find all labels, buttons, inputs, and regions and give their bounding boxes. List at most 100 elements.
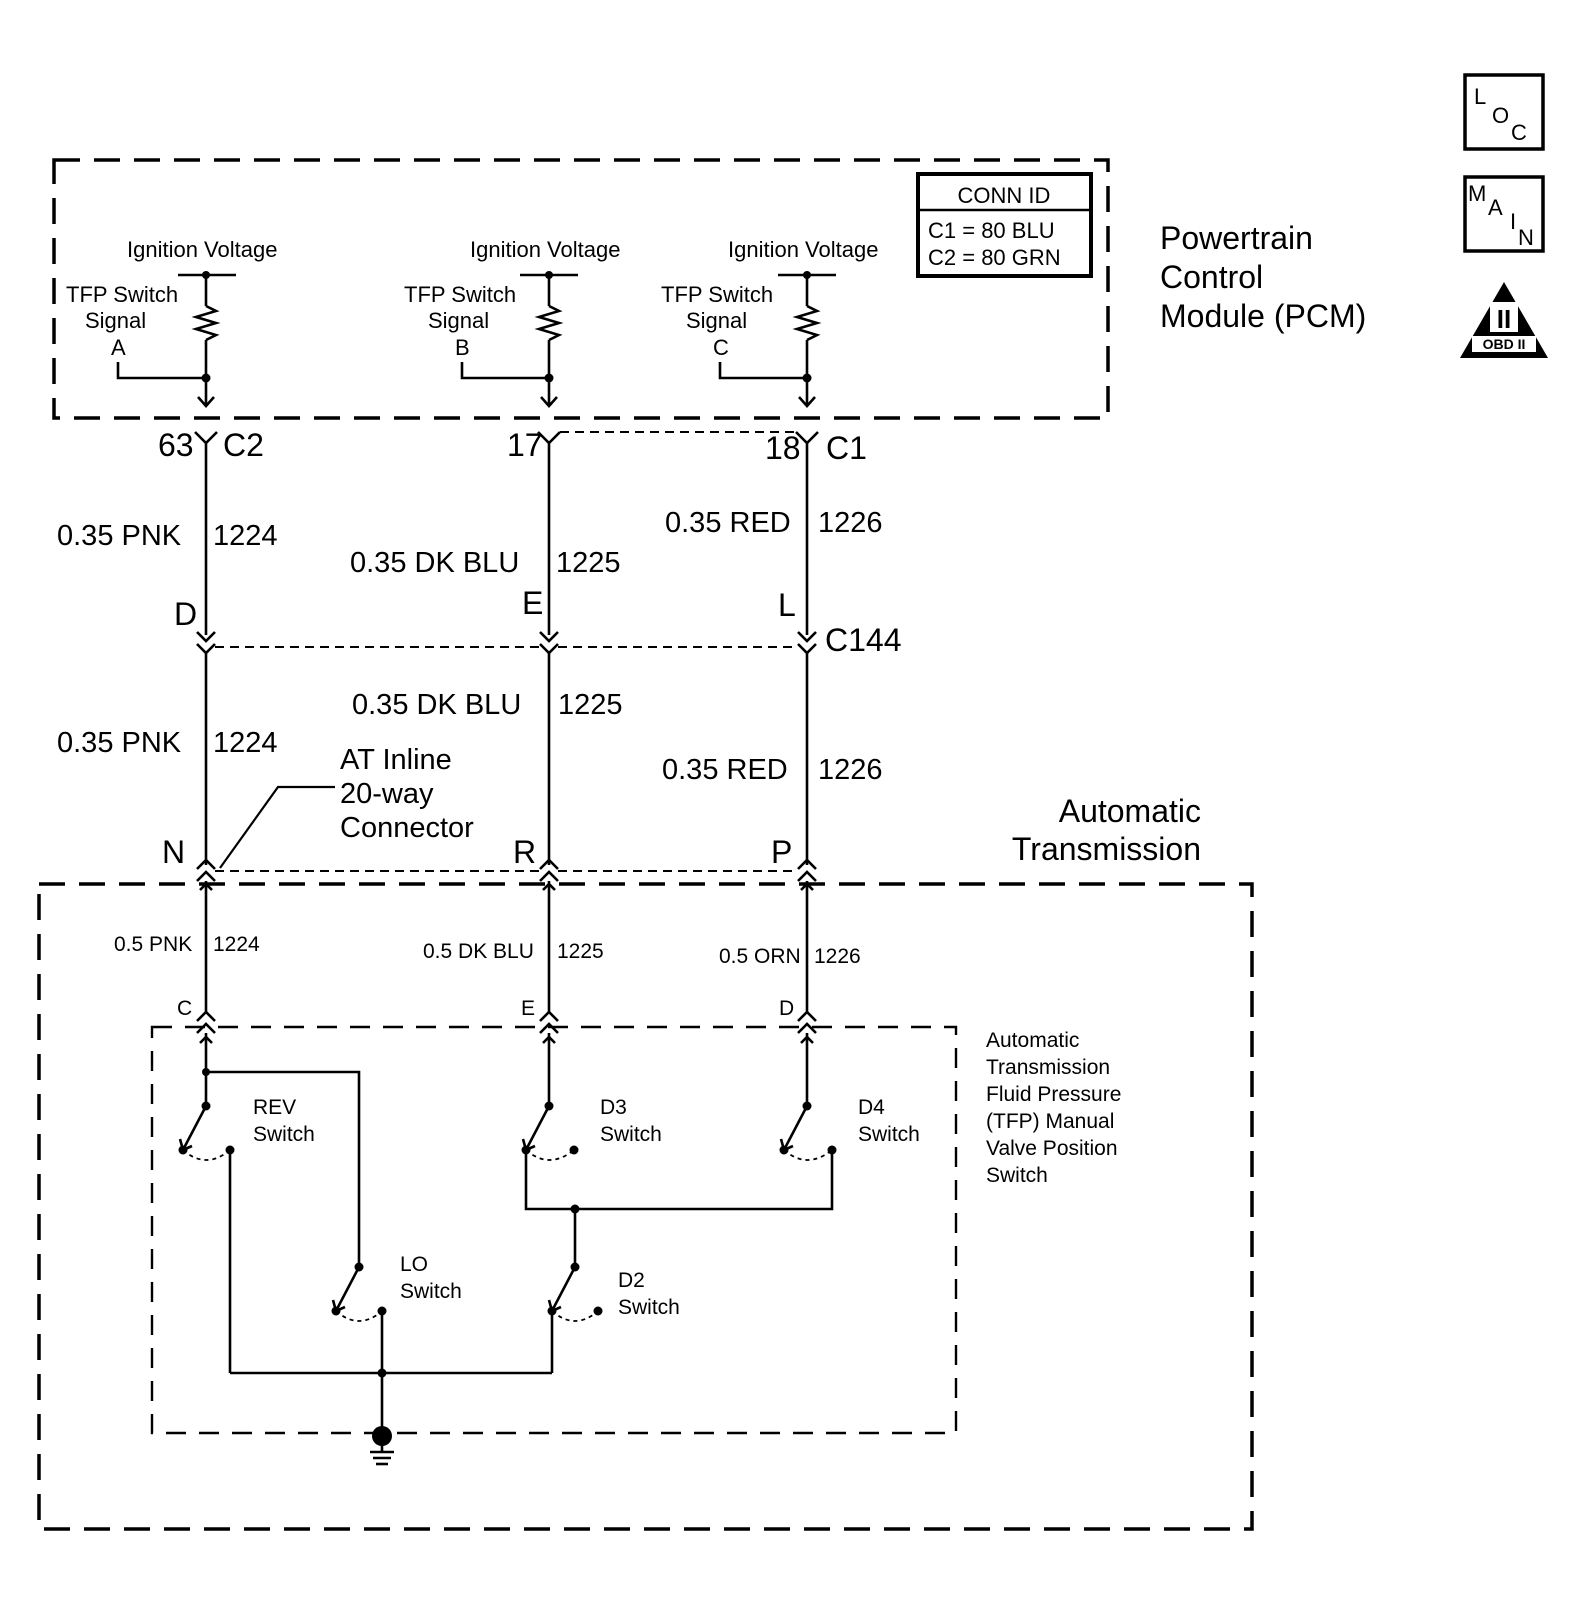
switch-suffix: Switch bbox=[618, 1296, 680, 1319]
loc-badge-icon[interactable]: L O C bbox=[1463, 73, 1545, 151]
d4-switch: D4 Switch bbox=[779, 1096, 920, 1161]
ignition-voltage-label: Ignition Voltage bbox=[728, 237, 878, 262]
at-inline-connector: AT Inline 20-way Connector N R P bbox=[162, 744, 817, 882]
middle-wire-segment: 0.35 PNK 1224 0.35 DK BLU 1225 0.35 RED … bbox=[57, 653, 883, 865]
switch-name: D3 bbox=[600, 1096, 627, 1119]
tfp-title-line: Fluid Pressure bbox=[986, 1083, 1121, 1106]
connector-c2: C2 bbox=[223, 427, 264, 463]
switch-pin-c: C bbox=[177, 997, 192, 1020]
wire-color-dk-blu: 0.35 DK BLU bbox=[352, 689, 521, 721]
transmission-title-line1: Automatic bbox=[1059, 793, 1201, 829]
switch-suffix: Switch bbox=[858, 1123, 920, 1146]
wire-circuit-1224: 1224 bbox=[213, 520, 278, 552]
tfp-title-line: Transmission bbox=[986, 1056, 1110, 1079]
svg-text:L: L bbox=[1474, 84, 1486, 109]
upper-wire-segment: 0.35 PNK 1224 0.35 DK BLU 1225 0.35 RED … bbox=[57, 443, 883, 635]
ignition-voltage-label: Ignition Voltage bbox=[127, 237, 277, 262]
wire-circuit-1226: 1226 bbox=[818, 754, 883, 786]
pin-18: 18 bbox=[765, 430, 801, 466]
ignition-voltage-label: Ignition Voltage bbox=[470, 237, 620, 262]
switch-name: D2 bbox=[618, 1269, 645, 1292]
trans-wire-circuit-1225: 1225 bbox=[557, 940, 604, 963]
conn-id-header: CONN ID bbox=[958, 183, 1051, 208]
svg-text:C: C bbox=[1511, 120, 1527, 145]
trans-wire-circuit-1226: 1226 bbox=[814, 945, 861, 968]
inline-pin-p: P bbox=[771, 834, 792, 870]
pcm-connector-pins: 63 C2 17 18 C1 bbox=[158, 427, 867, 466]
wire-circuit-1224: 1224 bbox=[213, 727, 278, 759]
tfp-signal-label-line1: TFP Switch bbox=[404, 282, 516, 307]
switch-suffix: Switch bbox=[400, 1280, 462, 1303]
conn-id-c1: C1 = 80 BLU bbox=[928, 218, 1055, 243]
tfp-title-line: Automatic bbox=[986, 1029, 1079, 1052]
pcm-title-line3: Module (PCM) bbox=[1160, 298, 1366, 334]
pull-up-resistor-icon bbox=[191, 304, 221, 342]
tfp-signal-label-line2: Signal bbox=[85, 308, 146, 333]
trans-wire-color-dk-blu: 0.5 DK BLU bbox=[423, 940, 534, 963]
wire-color-pnk: 0.35 PNK bbox=[57, 727, 182, 759]
tfp-title-line: Valve Position bbox=[986, 1137, 1118, 1160]
pin-17: 17 bbox=[507, 427, 543, 463]
c144-pin-l: L bbox=[778, 587, 796, 623]
svg-text:A: A bbox=[1488, 195, 1503, 220]
tfp-title-line: (TFP) Manual bbox=[986, 1110, 1114, 1133]
switch-pin-d: D bbox=[779, 997, 794, 1020]
switch-pin-e: E bbox=[521, 997, 535, 1020]
inline-pin-r: R bbox=[513, 834, 536, 870]
svg-text:II: II bbox=[1497, 304, 1511, 334]
lo-switch: LO Switch bbox=[331, 1253, 462, 1436]
pcm-circuit-c: Ignition Voltage TFP Switch Signal C bbox=[661, 237, 878, 408]
main-badge-icon[interactable]: M A I N bbox=[1463, 175, 1545, 253]
transmission-title-line2: Transmission bbox=[1012, 831, 1201, 867]
tfp-signal-letter: C bbox=[713, 335, 729, 360]
tfp-signal-label-line1: TFP Switch bbox=[66, 282, 178, 307]
wire-circuit-1225: 1225 bbox=[556, 547, 621, 579]
c144-label: C144 bbox=[825, 622, 902, 658]
svg-text:N: N bbox=[1518, 225, 1534, 250]
pin-63: 63 bbox=[158, 427, 194, 463]
trans-wire-color-orn: 0.5 ORN bbox=[719, 945, 801, 968]
inline-pin-n: N bbox=[162, 834, 185, 870]
switch-name: D4 bbox=[858, 1096, 885, 1119]
tfp-title-line: Switch bbox=[986, 1164, 1048, 1187]
connector-c1: C1 bbox=[826, 430, 867, 466]
switch-name: REV bbox=[253, 1096, 296, 1119]
inline-connector-label-line3: Connector bbox=[340, 812, 474, 844]
d3-switch: D3 Switch bbox=[521, 1096, 662, 1161]
rev-switch: REV Switch bbox=[178, 1068, 361, 1373]
automatic-transmission: Automatic Transmission 0.5 PNK 1224 0.5 … bbox=[37, 793, 1254, 1531]
pcm-boundary bbox=[52, 158, 1110, 420]
pcm-circuit-a: Ignition Voltage TFP Switch Signal A bbox=[66, 237, 277, 408]
switch-suffix: Switch bbox=[600, 1123, 662, 1146]
c144-pin-e: E bbox=[522, 585, 543, 621]
ground-icon bbox=[370, 1426, 394, 1466]
trans-wire-circuit-1224: 1224 bbox=[213, 933, 260, 956]
wire-circuit-1226: 1226 bbox=[818, 507, 883, 539]
wire-color-red: 0.35 RED bbox=[665, 507, 791, 539]
switch-name: LO bbox=[400, 1253, 428, 1276]
wire-circuit-1225: 1225 bbox=[558, 689, 623, 721]
pcm-title-line2: Control bbox=[1160, 259, 1263, 295]
pull-up-resistor-icon bbox=[792, 304, 822, 342]
c144-connector: D E L C144 bbox=[174, 585, 902, 658]
tfp-signal-label-line2: Signal bbox=[428, 308, 489, 333]
svg-text:OBD II: OBD II bbox=[1483, 336, 1526, 352]
switch-suffix: Switch bbox=[253, 1123, 315, 1146]
wire-color-pnk: 0.35 PNK bbox=[57, 520, 182, 552]
tfp-manual-valve-position-switch: Automatic Transmission Fluid Pressure (T… bbox=[150, 1025, 1121, 1436]
pcm-module: CONN ID C1 = 80 BLU C2 = 80 GRN Powertra… bbox=[52, 158, 1366, 420]
pcm-circuit-b: Ignition Voltage TFP Switch Signal B bbox=[404, 237, 620, 408]
d2-switch: D2 Switch bbox=[547, 1262, 680, 1373]
pull-up-resistor-icon bbox=[534, 304, 564, 342]
pcm-title-line1: Powertrain bbox=[1160, 220, 1313, 256]
tfp-signal-letter: B bbox=[455, 335, 470, 360]
transmission-boundary bbox=[37, 882, 1254, 1531]
trans-wire-color-pnk: 0.5 PNK bbox=[114, 933, 192, 956]
svg-text:O: O bbox=[1492, 103, 1509, 128]
wire-color-dk-blu: 0.35 DK BLU bbox=[350, 547, 519, 579]
svg-text:M: M bbox=[1468, 181, 1486, 206]
svg-text:I: I bbox=[1510, 209, 1516, 234]
inline-connector-label-line1: AT Inline bbox=[340, 744, 452, 776]
obd-ii-badge-icon[interactable]: II OBD II bbox=[1460, 282, 1548, 358]
